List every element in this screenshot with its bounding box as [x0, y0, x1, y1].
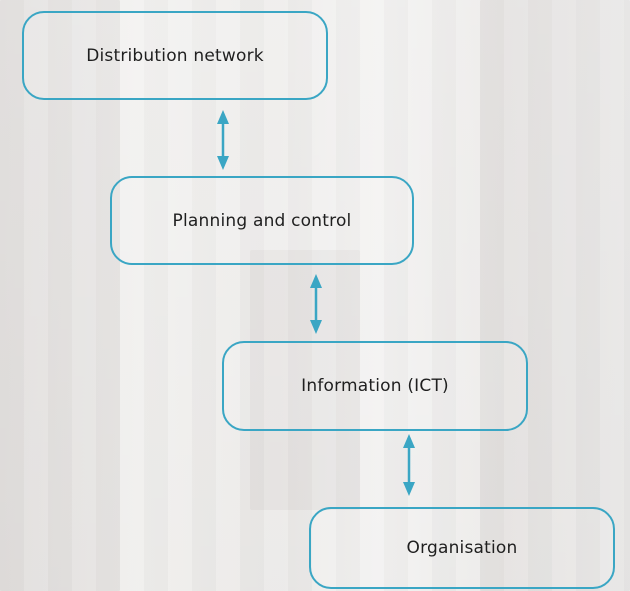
bidirectional-arrow-2	[310, 274, 322, 334]
node-label: Organisation	[406, 538, 518, 558]
node-organisation: Organisation	[309, 507, 615, 589]
node-label: Information (ICT)	[301, 376, 449, 396]
background-stacked-boxes	[250, 250, 360, 510]
node-planning-and-control: Planning and control	[110, 176, 414, 265]
bidirectional-arrow-1	[217, 110, 229, 170]
node-label: Planning and control	[172, 210, 352, 231]
bidirectional-arrow-3	[403, 434, 415, 496]
background-shelf-right	[480, 0, 630, 591]
node-information-ict: Information (ICT)	[222, 341, 528, 431]
node-distribution-network: Distribution network	[22, 11, 328, 100]
node-label: Distribution network	[86, 45, 264, 66]
